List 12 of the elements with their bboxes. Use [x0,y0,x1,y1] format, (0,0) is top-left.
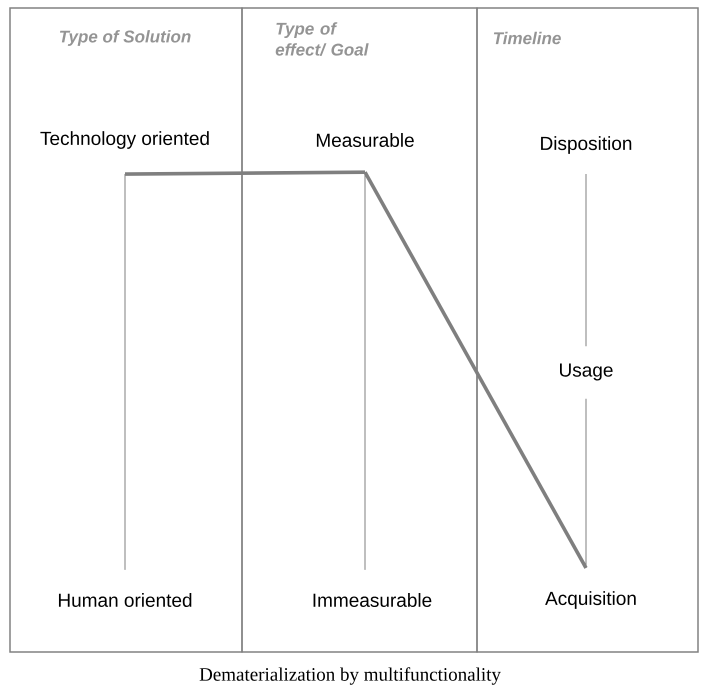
scale-label: Usage [560,364,613,380]
profile-line [363,171,588,569]
caption: Dematerialization by multifunctionality [200,667,501,685]
scale-label: Measurable [316,133,414,147]
scale-label: Technology oriented [40,131,209,149]
scale-label: Immeasurable [314,593,432,607]
scale-label: Disposition [541,136,632,154]
profile-line [125,170,366,176]
scale-line [585,174,587,346]
scale-label: Acquisition [545,591,636,609]
scale-label: Human oriented [58,593,192,607]
scale-line [124,174,126,570]
